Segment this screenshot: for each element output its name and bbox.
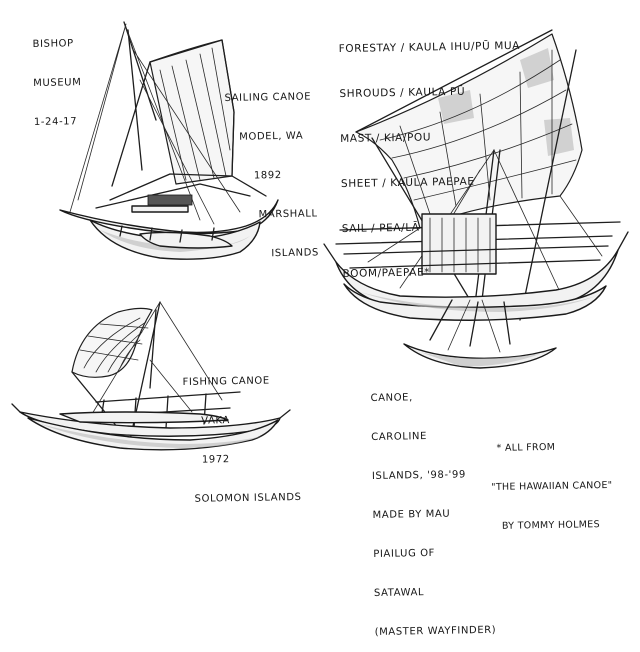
caroline-line-4: MADE BY MAU bbox=[372, 508, 451, 521]
fishing-canoe-line-2: VAKA bbox=[201, 415, 231, 427]
caroline-line-2: CAROLINE bbox=[371, 431, 428, 443]
caroline-canoe-caption: CANOE, CAROLINE ISLANDS, '98-'99 MADE BY… bbox=[370, 364, 497, 652]
caroline-canoe-drawing bbox=[323, 29, 629, 369]
sailing-canoe-line-4: MARSHALL bbox=[258, 208, 318, 221]
glossary-forestay: FORESTAY / KAULA IHU/PŪ MUA bbox=[338, 39, 521, 55]
fishing-canoe-line-1: FISHING CANOE bbox=[182, 375, 270, 388]
sketch-sheet bbox=[11, 21, 629, 451]
sailing-canoe-line-2: MODEL, WA bbox=[239, 130, 304, 143]
caroline-line-6: SATAWAL bbox=[373, 587, 425, 599]
fishing-canoe-line-4: SOLOMON ISLANDS bbox=[194, 491, 302, 505]
caroline-line-1: CANOE, bbox=[370, 392, 413, 404]
footnote-line-1: * ALL FROM bbox=[496, 441, 556, 454]
fishing-canoe-caption: FISHING CANOE VAKA 1972 SOLOMON ISLANDS bbox=[182, 348, 302, 519]
sailing-canoe-line-5: ISLANDS bbox=[271, 247, 320, 260]
sailing-canoe-caption: SAILING CANOE MODEL, WA 1892 MARSHALL IS… bbox=[224, 64, 319, 274]
header-line-1: BISHOP bbox=[32, 38, 74, 50]
glossary-boom: BOOM/PAEPAE* bbox=[342, 266, 431, 280]
caroline-line-3: ISLANDS, '98-'99 bbox=[371, 469, 466, 482]
rigging-glossary: FORESTAY / KAULA IHU/PŪ MUA SHROUDS / KA… bbox=[338, 9, 524, 297]
header-date: 1-24-17 bbox=[33, 116, 78, 128]
sailing-canoe-line-3: 1892 bbox=[253, 170, 282, 182]
sailing-canoe-line-1: SAILING CANOE bbox=[224, 91, 312, 104]
caroline-line-5: PIAILUG OF bbox=[373, 547, 436, 560]
fishing-canoe-drawing bbox=[11, 301, 291, 451]
museum-header: BISHOP MUSEUM 1-24-17 bbox=[32, 11, 82, 142]
footnote-line-3: BY TOMMY HOLMES bbox=[501, 519, 600, 532]
header-line-2: MUSEUM bbox=[33, 77, 82, 89]
source-footnote: * ALL FROM "THE HAWAIIAN CANOE" BY TOMMY… bbox=[490, 414, 613, 546]
glossary-mast: MAST / KIA/POU bbox=[340, 131, 432, 145]
glossary-sail: SAIL / PEA/LĀ bbox=[341, 221, 420, 235]
fishing-canoe-line-3: 1972 bbox=[201, 454, 230, 466]
glossary-shrouds: SHROUDS / KAULA PŪ bbox=[339, 85, 466, 100]
sailing-canoe-drawing bbox=[59, 21, 279, 260]
glossary-sheet: SHEET / KAULA PAEPAE bbox=[340, 175, 475, 190]
caroline-line-7: (MASTER WAYFINDER) bbox=[374, 624, 497, 638]
footnote-line-2: "THE HAWAIIAN CANOE" bbox=[491, 479, 613, 493]
